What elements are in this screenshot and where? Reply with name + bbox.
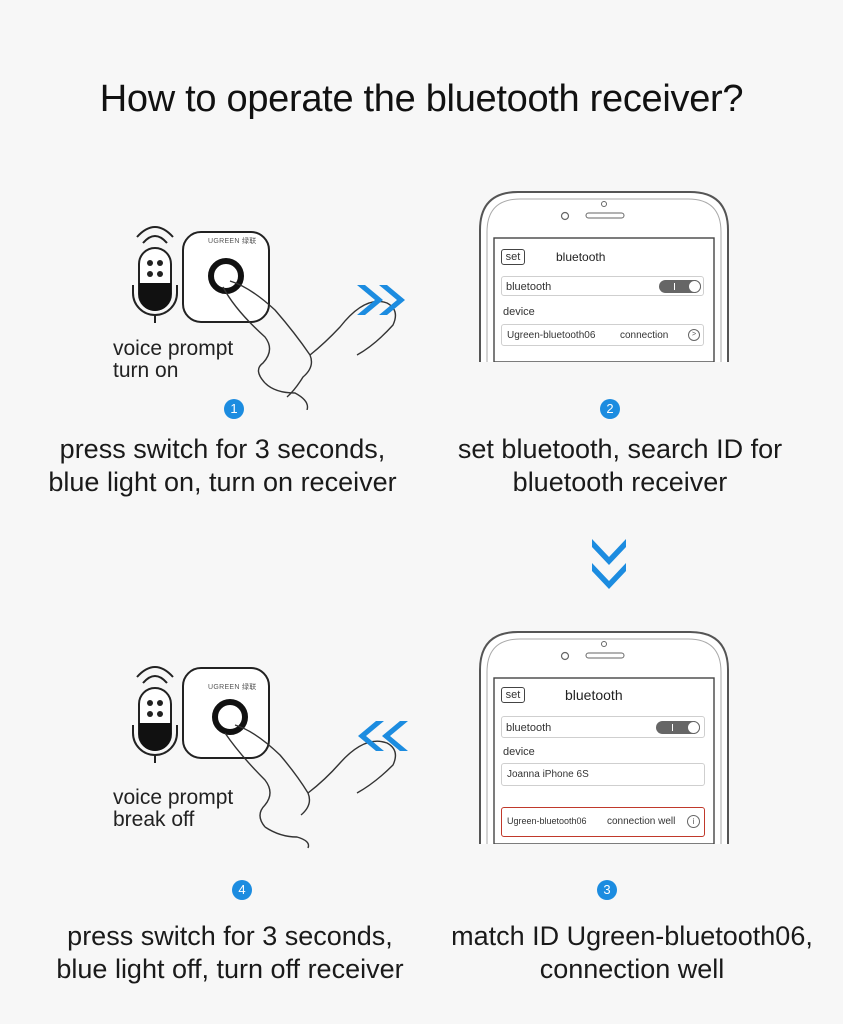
microphone-icon bbox=[132, 247, 178, 323]
toggle-knob bbox=[688, 280, 701, 293]
device-section-label: device bbox=[503, 746, 535, 758]
chevrons-right-icon bbox=[357, 285, 405, 315]
caption-line: match ID Ugreen-bluetooth06, bbox=[451, 921, 813, 951]
caption-line: press switch for 3 seconds, bbox=[59, 434, 386, 464]
page-title: How to operate the bluetooth receiver? bbox=[99, 78, 744, 120]
bluetooth-row-label: bluetooth bbox=[506, 722, 552, 734]
chevron-right-icon[interactable]: > bbox=[688, 329, 700, 341]
hand-icon bbox=[224, 724, 397, 849]
phone-bottom: set bluetooth bluetooth device Joanna iP… bbox=[478, 630, 730, 844]
voice-prompt-4: voice prompt break off bbox=[113, 787, 233, 831]
hand-icon bbox=[222, 280, 397, 410]
device-brand-label: UGREEN 绿联 bbox=[208, 238, 257, 245]
microphone-icon bbox=[132, 687, 178, 763]
step-number-badge: 2 bbox=[600, 399, 620, 419]
bluetooth-row-label: bluetooth bbox=[506, 281, 552, 293]
voice-prompt-line: break off bbox=[113, 808, 195, 831]
voice-prompt-line: voice prompt bbox=[113, 786, 234, 809]
chevrons-left-icon bbox=[358, 721, 408, 751]
device-status: connection bbox=[620, 330, 669, 341]
settings-back-button[interactable]: set bbox=[501, 249, 525, 265]
step-number-badge: 4 bbox=[232, 880, 252, 900]
paired-device-name: Joanna iPhone 6S bbox=[507, 769, 589, 780]
caption-line: set bluetooth, search ID for bbox=[457, 434, 783, 464]
screen-header: bluetooth bbox=[565, 687, 623, 703]
step1-illustration bbox=[132, 226, 397, 410]
bluetooth-toggle-row[interactable]: bluetooth bbox=[501, 716, 705, 738]
settings-back-button[interactable]: set bbox=[501, 687, 525, 703]
sound-wave-icon bbox=[136, 666, 174, 684]
caption-line: press switch for 3 seconds, bbox=[67, 921, 393, 951]
caption-line: blue light on, turn on receiver bbox=[48, 467, 397, 497]
connected-device-item[interactable]: Ugreen-bluetooth06 connection well i bbox=[501, 807, 705, 837]
sound-wave-icon bbox=[136, 226, 174, 244]
device-status: connection well bbox=[607, 816, 676, 827]
voice-prompt-1: voice prompt turn on bbox=[113, 338, 233, 382]
device-list-item[interactable]: Ugreen-bluetooth06 connection > bbox=[501, 324, 704, 346]
receiver-device bbox=[182, 667, 270, 759]
bluetooth-toggle-switch[interactable] bbox=[656, 721, 700, 734]
voice-prompt-line: turn on bbox=[113, 359, 179, 382]
caption-line: connection well bbox=[539, 954, 725, 984]
screen-header: bluetooth bbox=[556, 250, 606, 264]
device-section-label: device bbox=[503, 306, 535, 318]
step2-caption: set bluetooth, search ID for bluetooth r… bbox=[430, 433, 810, 499]
chevrons-down-icon bbox=[592, 539, 626, 589]
caption-line: bluetooth receiver bbox=[512, 467, 728, 497]
info-icon[interactable]: i bbox=[687, 815, 700, 828]
bluetooth-toggle-row[interactable]: bluetooth bbox=[501, 276, 704, 296]
device-name: Ugreen-bluetooth06 bbox=[507, 816, 587, 826]
phone-top: set bluetooth bluetooth device Ugreen-bl… bbox=[478, 190, 730, 362]
bluetooth-toggle-switch[interactable] bbox=[659, 280, 701, 293]
toggle-knob bbox=[687, 721, 700, 734]
device-brand-label: UGREEN 绿联 bbox=[208, 684, 257, 691]
step4-illustration bbox=[132, 666, 397, 849]
step-number-badge: 1 bbox=[224, 399, 244, 419]
step3-caption: match ID Ugreen-bluetooth06, connection … bbox=[432, 920, 832, 986]
device-name: Ugreen-bluetooth06 bbox=[507, 330, 596, 341]
step-number-badge: 3 bbox=[597, 880, 617, 900]
caption-line: blue light off, turn off receiver bbox=[56, 954, 404, 984]
step1-caption: press switch for 3 seconds, blue light o… bbox=[20, 433, 425, 499]
step4-caption: press switch for 3 seconds, blue light o… bbox=[30, 920, 430, 986]
voice-prompt-line: voice prompt bbox=[113, 337, 234, 360]
paired-device-item[interactable]: Joanna iPhone 6S bbox=[501, 763, 705, 786]
